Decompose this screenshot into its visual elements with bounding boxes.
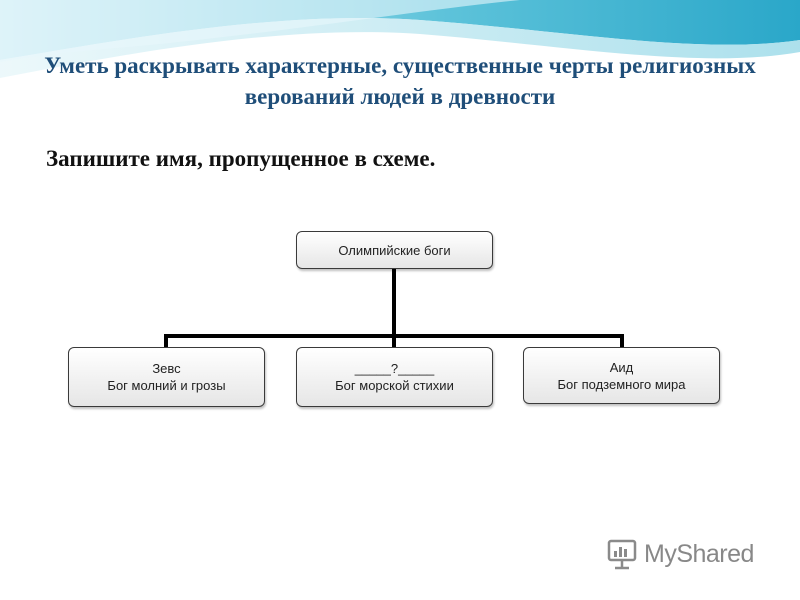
node-description: Бог подземного мира	[557, 376, 686, 392]
diagram-node-missing: _____?_____ Бог морской стихии	[296, 347, 493, 407]
diagram-root-node: Олимпийские боги	[296, 231, 493, 269]
logo-text: MyShared	[644, 539, 754, 568]
node-description: Бог молний и грозы	[107, 378, 226, 393]
root-node-label: Олимпийские боги	[338, 242, 451, 258]
diagram-node-hades: Аид Бог подземного мира	[523, 347, 720, 404]
slide-title: Уметь раскрывать характерные, существенн…	[44, 53, 756, 109]
node-name: Аид	[609, 359, 634, 375]
header-wave-decoration	[0, 0, 800, 78]
task-text: Запишите имя, пропущенное в схеме.	[46, 146, 436, 171]
presentation-board-icon	[607, 539, 637, 570]
node-name: _____?_____	[354, 361, 435, 376]
diagram-node-zeus: Зевс Бог молний и грозы	[68, 347, 265, 407]
node-description: Бог морской стихии	[335, 378, 454, 393]
node-name: Зевс	[152, 361, 181, 376]
myshared-logo: MyShared	[606, 536, 754, 572]
